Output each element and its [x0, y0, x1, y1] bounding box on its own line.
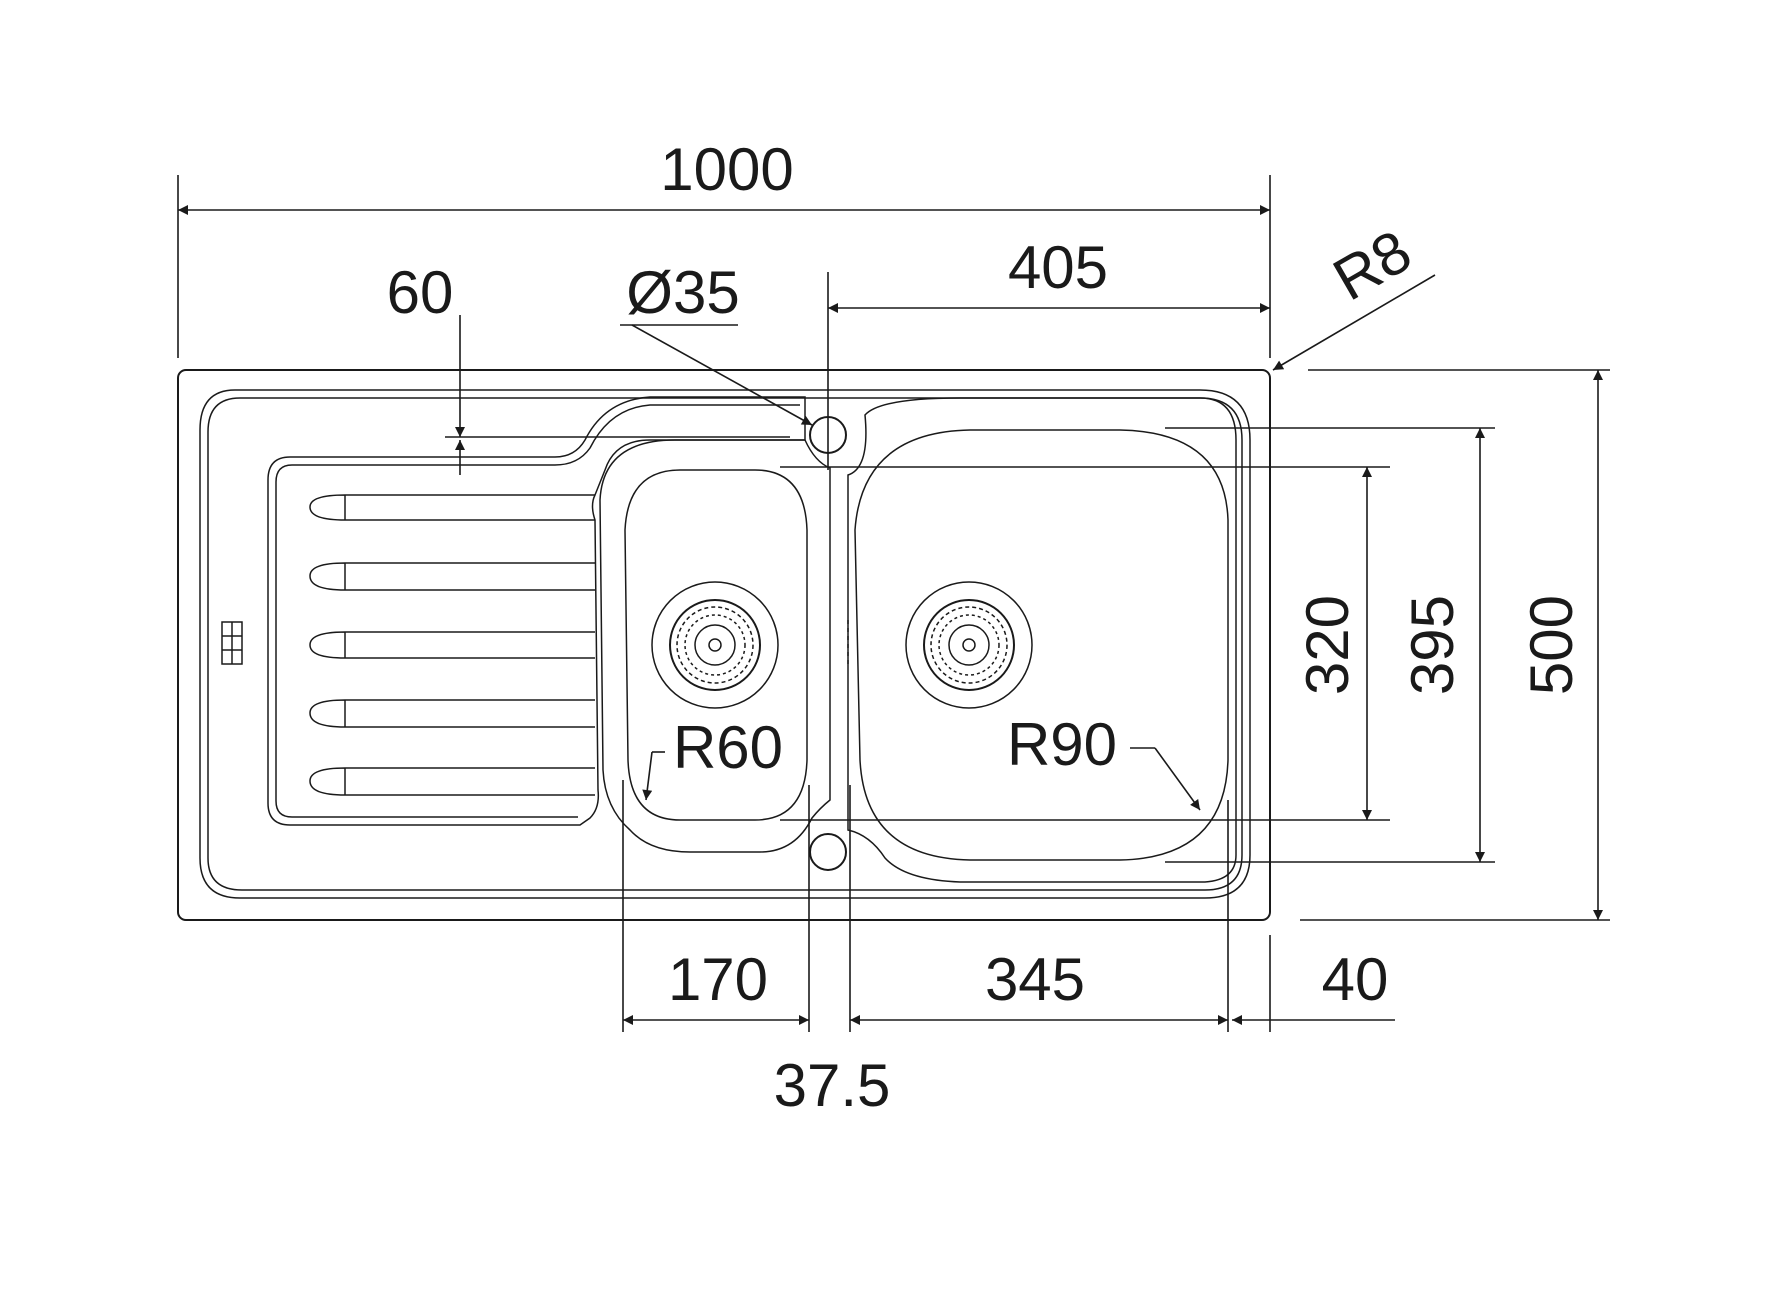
corner-radius-label: R8 — [1322, 217, 1422, 313]
small-bowl — [599, 439, 831, 853]
drainer-groove — [309, 699, 595, 728]
drainer-recess — [267, 396, 806, 826]
tap-hole-bottom — [809, 833, 847, 871]
dimension-lines — [177, 175, 1610, 1032]
sink-rim-contour-inner — [207, 397, 1243, 891]
drainer-groove — [309, 767, 595, 796]
drainer-groove — [309, 494, 595, 521]
sink-outline — [177, 369, 1271, 921]
sink-rim-contour — [199, 389, 1251, 899]
sink-outer-edge — [177, 369, 1271, 921]
overall-width-label: 1000 — [660, 136, 793, 203]
small-bowl-inner — [624, 469, 808, 821]
large-bowl-inner — [854, 429, 1229, 861]
tap-hole-label: Ø35 — [626, 259, 739, 326]
large-bowl — [847, 397, 1237, 883]
bowl-depth-label: 395 — [1399, 595, 1466, 695]
overall-depth-label: 500 — [1518, 595, 1585, 695]
overflow-slot-icon — [221, 621, 243, 665]
drainer-groove — [309, 631, 595, 659]
dimension-labels: 1000 405 60 Ø35 R8 R60 R90 320 395 500 1… — [387, 136, 1585, 1119]
drainer-groove — [309, 562, 595, 591]
small-bowl-waste-strainer — [651, 581, 779, 709]
small-bowl-width-label: 170 — [668, 946, 768, 1013]
large-bowl-outer — [847, 397, 1237, 883]
drainer-lip-label: 60 — [387, 259, 454, 326]
large-bowl-radius-label: R90 — [1007, 711, 1117, 778]
inner-depth-label: 320 — [1294, 595, 1361, 695]
small-bowl-outer — [599, 439, 831, 853]
large-bowl-waste-strainer — [905, 581, 1033, 709]
drainer-area — [221, 396, 806, 826]
small-bowl-radius-label: R60 — [673, 714, 783, 781]
bowl-offset-label: 405 — [1008, 234, 1108, 301]
divider-width-label: 37.5 — [774, 1052, 891, 1119]
drainer-grooves — [309, 494, 595, 796]
rim-width-label: 40 — [1322, 946, 1389, 1013]
drainer-recess-inner — [275, 404, 800, 818]
large-bowl-width-label: 345 — [985, 946, 1085, 1013]
